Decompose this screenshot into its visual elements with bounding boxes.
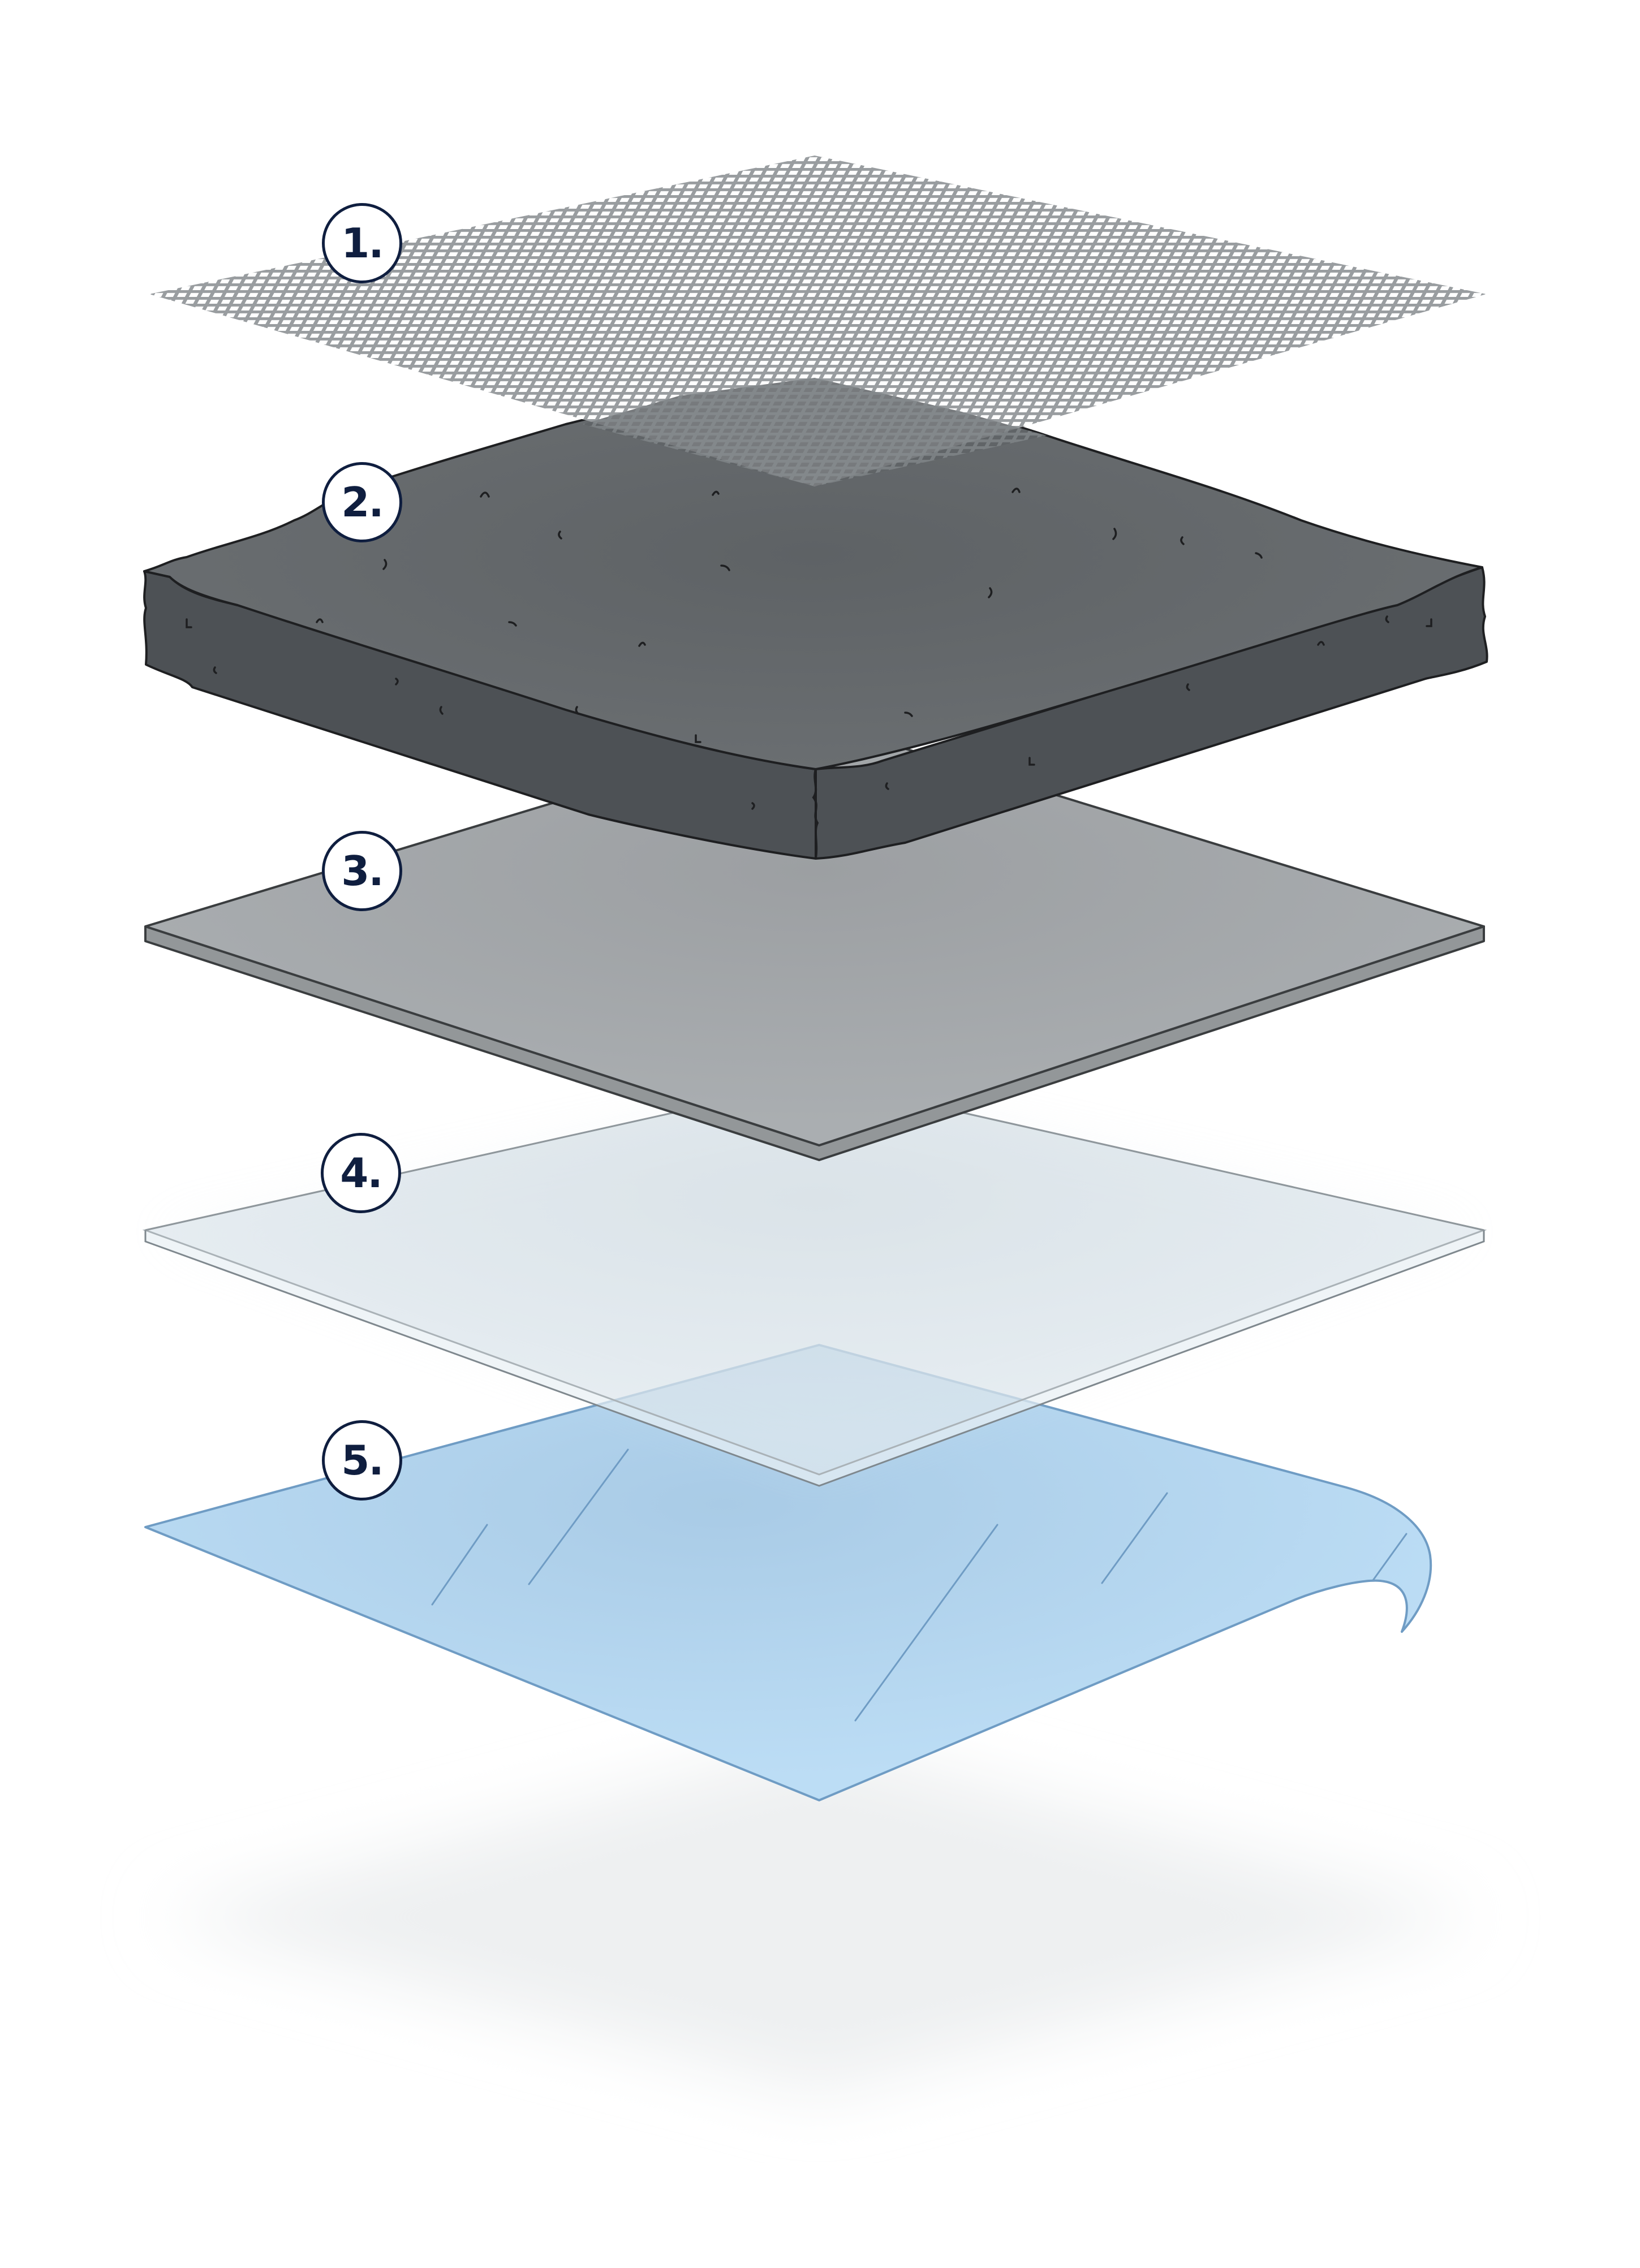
layer-3-number: 3. — [341, 847, 384, 895]
layer-2-number: 2. — [341, 478, 384, 526]
layer-2-label: 2. — [322, 462, 402, 542]
layer-5-blue-film — [144, 1344, 1432, 1801]
layer-5-label: 5. — [322, 1420, 402, 1500]
layer-1-label: 1. — [322, 203, 402, 283]
layer-1-number: 1. — [341, 219, 384, 267]
layer-1-mesh — [149, 156, 1486, 486]
layer-5-number: 5. — [341, 1437, 384, 1484]
film-scratch-lines — [431, 1448, 1407, 1722]
layer-3-label: 3. — [322, 831, 402, 911]
layer-2-foam-block — [143, 377, 1488, 860]
layer-4-label: 4. — [321, 1133, 401, 1213]
layer-4-number: 4. — [340, 1149, 382, 1197]
ground-shadow — [158, 1742, 1482, 2093]
foam-texture-marks — [186, 488, 1432, 810]
